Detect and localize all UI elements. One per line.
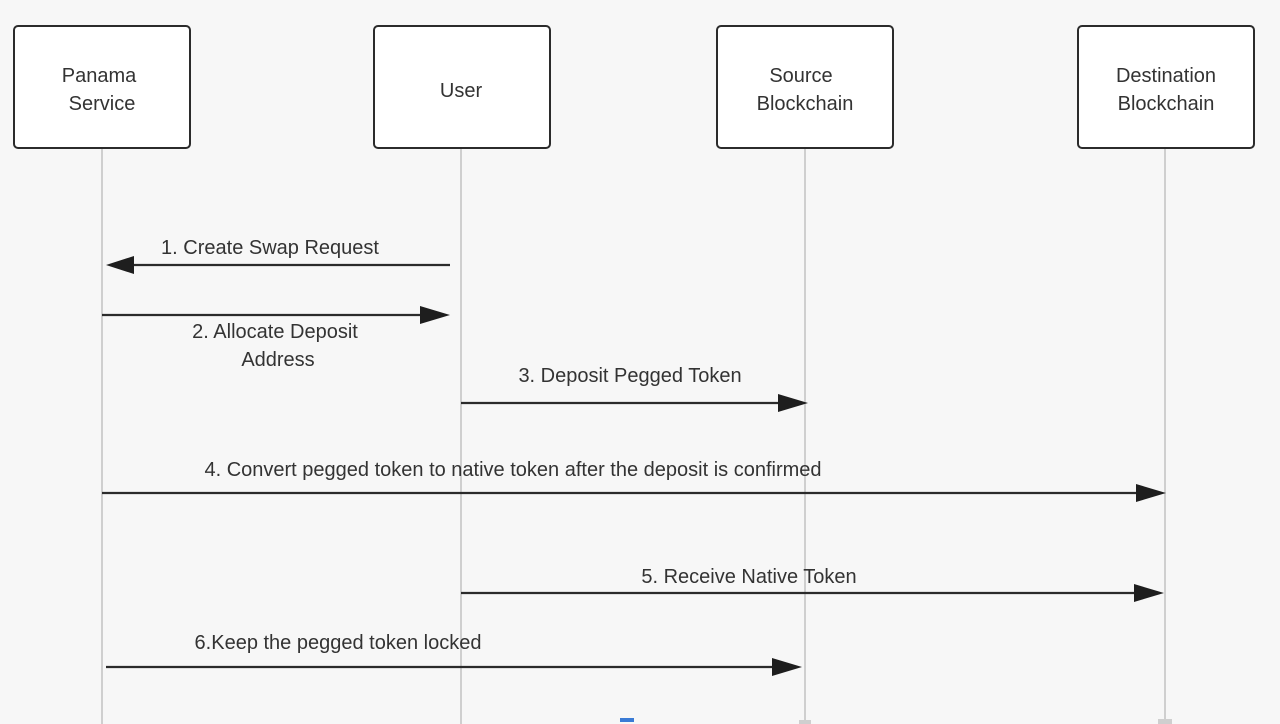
- message-label: 1. Create Swap Request: [161, 237, 379, 259]
- message-label: Address: [241, 349, 314, 371]
- arrowhead: [772, 658, 802, 676]
- arrowhead: [106, 256, 134, 274]
- message-4: 4. Convert pegged token to native token …: [102, 459, 1166, 502]
- participant-user: User: [373, 25, 551, 149]
- message-1: 1. Create Swap Request: [106, 237, 450, 274]
- arrowhead: [778, 394, 808, 412]
- lifeline-end-destination: [1158, 719, 1172, 724]
- participant-label: User: [440, 80, 483, 102]
- message-5: 5. Receive Native Token: [461, 566, 1164, 602]
- message-label: 3. Deposit Pegged Token: [518, 365, 741, 387]
- message-label: 5. Receive Native Token: [641, 566, 856, 588]
- participant-panama: Panama Service: [13, 25, 191, 149]
- message-2: 2. Allocate Deposit Address: [102, 306, 450, 371]
- lifeline-end-source: [799, 720, 811, 724]
- participant-label: Panama: [62, 65, 137, 87]
- participant-label: Source: [769, 65, 832, 87]
- message-label: 2. Allocate Deposit: [192, 321, 358, 343]
- message-label: 4. Convert pegged token to native token …: [204, 459, 821, 481]
- participant-label: Service: [69, 93, 136, 115]
- message-6: 6.Keep the pegged token locked: [106, 632, 802, 676]
- arrowhead: [420, 306, 450, 324]
- participant-label: Destination: [1116, 65, 1216, 87]
- message-3: 3. Deposit Pegged Token: [461, 365, 808, 412]
- participant-label: Blockchain: [757, 93, 854, 115]
- participant-label: Blockchain: [1118, 93, 1215, 115]
- arrowhead: [1136, 484, 1166, 502]
- message-label: 6.Keep the pegged token locked: [195, 632, 482, 654]
- participant-destination: Destination Blockchain: [1077, 25, 1255, 149]
- scroll-marker: [620, 718, 634, 722]
- participant-source: Source Blockchain: [716, 25, 894, 149]
- arrowhead: [1134, 584, 1164, 602]
